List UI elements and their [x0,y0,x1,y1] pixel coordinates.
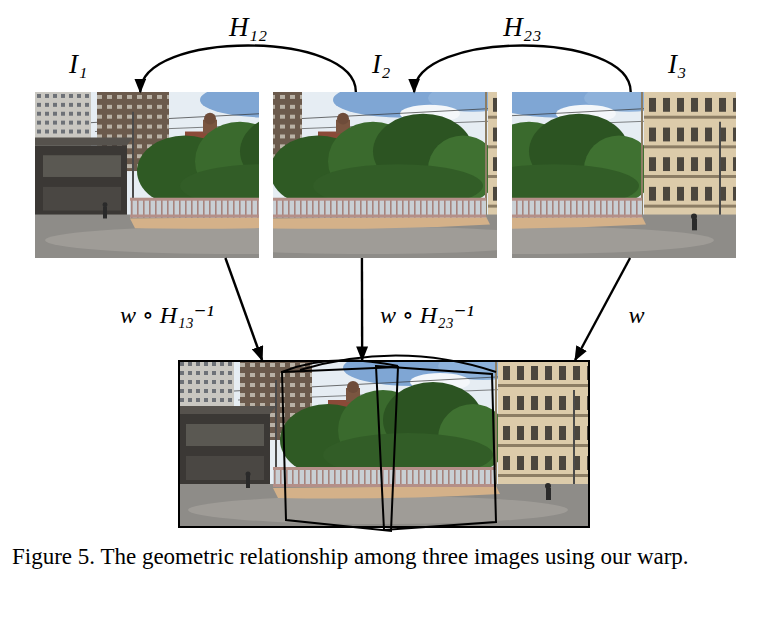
transform-arrow [140,46,356,93]
transform-arrow [414,46,631,93]
transform-arrow [225,258,262,360]
transform-label: w [627,302,647,328]
image-panel: I₂ [273,92,497,258]
transform-label: w ∘ H₂₃⁻¹ [378,302,476,328]
transform-label: H₂₃ [501,13,543,43]
transform-arrow [361,258,364,360]
transform-label: w ∘ H₁₃⁻¹ [118,302,216,328]
transform-arrow [575,258,630,360]
figure-caption: Figure 5. The geometric relationship amo… [12,542,754,572]
panorama-panel [178,360,590,528]
image-panel: I₁ [35,92,259,258]
image-label: I₃ [668,50,686,80]
image-label: I₂ [372,50,390,80]
image-label: I₁ [69,50,87,80]
image-panel: I₃ [512,92,736,258]
transform-label: H₁₂ [227,13,269,43]
